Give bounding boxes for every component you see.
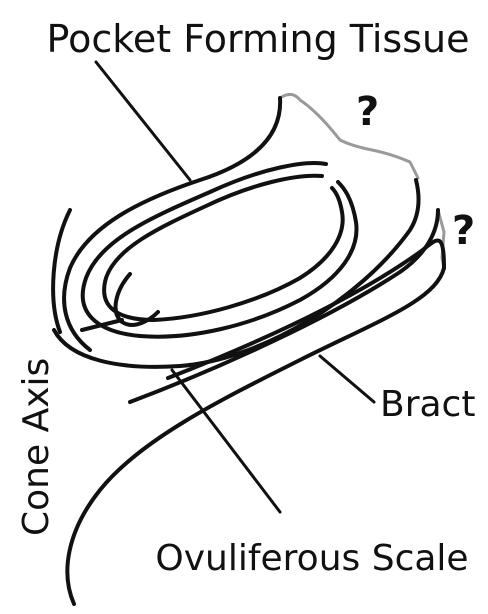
nucellus-stalk bbox=[82, 320, 122, 330]
label-cone-axis: Cone Axis bbox=[16, 358, 57, 536]
label-bract: Bract bbox=[380, 384, 475, 425]
leader-pocket-forming-tissue bbox=[96, 62, 190, 180]
leader-bract bbox=[320, 356, 374, 402]
leader-ovuliferous-scale bbox=[172, 370, 280, 512]
label-pocket-forming-tissue: Pocket Forming Tissue bbox=[47, 17, 470, 61]
question-mark-right: ? bbox=[452, 208, 475, 254]
label-ovuliferous-scale: Ovuliferous Scale bbox=[155, 538, 468, 579]
question-mark-top: ? bbox=[356, 89, 379, 135]
